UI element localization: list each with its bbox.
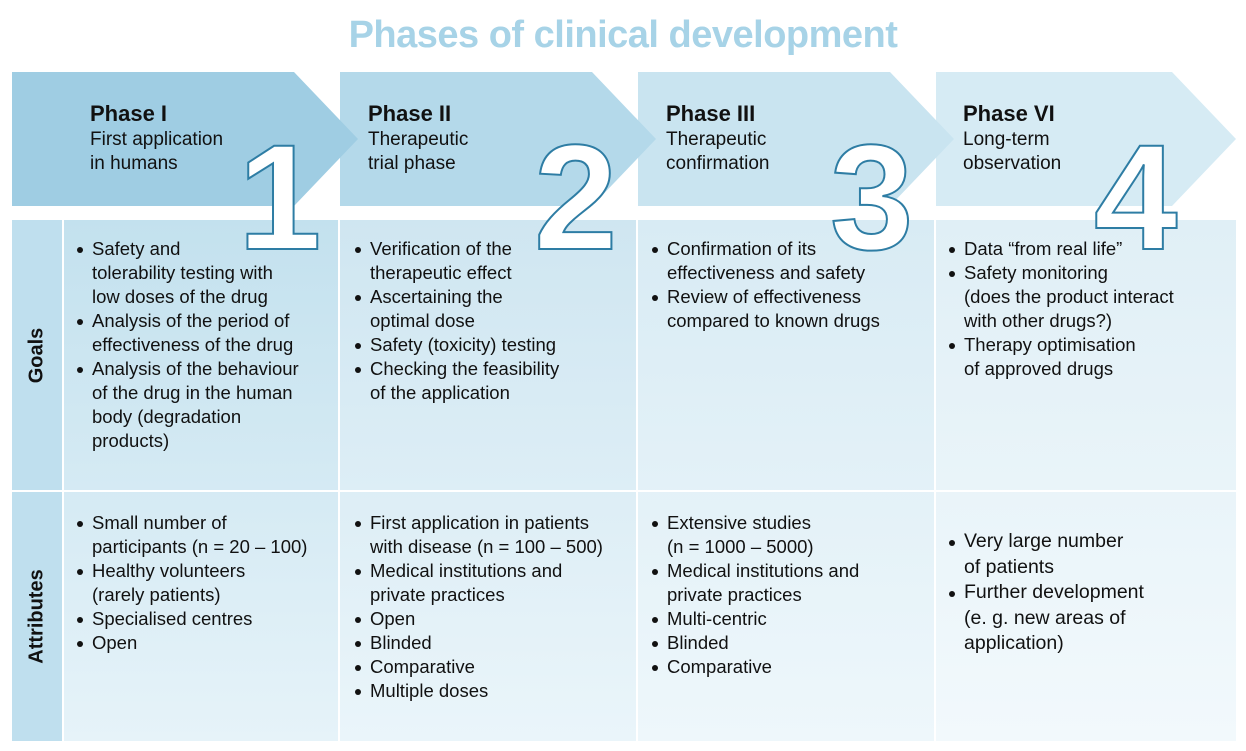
list-item: Data “from real life” — [942, 237, 1232, 261]
phase-4-name: Phase VI — [963, 101, 1055, 126]
list-item: Healthy volunteers (rarely patients) — [70, 559, 336, 607]
phase-1-goals: Safety and tolerability testing with low… — [64, 237, 336, 453]
phase-4-attributes: Very large number of patients Further de… — [936, 529, 1232, 657]
list-item: Verification of the therapeutic effect — [348, 237, 634, 285]
goals-row-label: Goals — [12, 220, 62, 490]
phase-1-arrow — [12, 72, 358, 206]
diagram-title: Phases of clinical development — [348, 14, 898, 56]
list-item: Very large number of patients — [942, 529, 1232, 580]
phase-2-attributes: First application in patients with disea… — [342, 511, 634, 703]
list-item: Medical institutions and private practic… — [645, 559, 931, 607]
phase-3-subtitle: Therapeutic confirmation — [666, 129, 770, 174]
list-item: Safety (toxicity) testing — [348, 333, 634, 357]
phase-4-header: Phase VI Long-term observation — [963, 100, 1061, 176]
list-item: Open — [70, 631, 336, 655]
phase-4-number: 4 — [1093, 113, 1178, 281]
phase-1-column — [12, 220, 338, 741]
phase-1-name: Phase I — [90, 101, 168, 126]
phase-3-column — [638, 220, 934, 741]
list-item: Safety monitoring (does the product inte… — [942, 261, 1232, 333]
list-item: Multiple doses — [348, 679, 634, 703]
list-item: Ascertaining the optimal dose — [348, 285, 634, 333]
phase-4-goals: Data “from real life” Safety monitoring … — [936, 237, 1232, 381]
list-item: Checking the feasibility of the applicat… — [348, 357, 634, 405]
phase-2-arrow — [340, 72, 656, 206]
phase-1-subtitle: First application in humans — [90, 129, 224, 174]
phase-1-attributes: Small number of participants (n = 20 – 1… — [64, 511, 336, 655]
phase-3-attributes: Extensive studies (n = 1000 – 5000) Medi… — [639, 511, 931, 679]
phase-3-header: Phase III Therapeutic confirmation — [666, 100, 770, 176]
list-item: Multi-centric — [645, 607, 931, 631]
phase-2-subtitle: Therapeutic trial phase — [368, 129, 469, 174]
list-item: Safety and tolerability testing with low… — [70, 237, 336, 309]
list-item: Specialised centres — [70, 607, 336, 631]
list-item: Open — [348, 607, 634, 631]
phase-2-goals: Verification of the therapeutic effect A… — [342, 237, 634, 405]
row-label-strip — [12, 220, 62, 741]
list-item: Further development (e. g. new areas of … — [942, 580, 1232, 657]
list-item: Medical institutions and private practic… — [348, 559, 634, 607]
list-item: Review of effectiveness compared to know… — [645, 285, 931, 333]
phase-2-name: Phase II — [368, 101, 452, 126]
list-item: Extensive studies (n = 1000 – 5000) — [645, 511, 931, 559]
phase-4-subtitle: Long-term observation — [963, 129, 1062, 174]
phase-2-column — [340, 220, 636, 741]
attributes-label: Attributes — [25, 569, 48, 664]
phase-3-goals: Confirmation of its effectiveness and sa… — [639, 237, 931, 333]
phase-4-arrow — [936, 72, 1236, 206]
phase-1-header: Phase I First application in humans — [90, 100, 223, 176]
list-item: Comparative — [348, 655, 634, 679]
phase-3-name: Phase III — [666, 101, 756, 126]
phase-2-number: 2 — [533, 113, 618, 281]
phase-2-header: Phase II Therapeutic trial phase — [368, 100, 468, 176]
goals-label: Goals — [25, 327, 48, 383]
list-item: First application in patients with disea… — [348, 511, 634, 559]
list-item: Therapy optimisation of approved drugs — [942, 333, 1232, 381]
phase-3-arrow — [638, 72, 954, 206]
attributes-row-label: Attributes — [12, 492, 62, 741]
phase-3-number: 3 — [829, 113, 914, 281]
list-item: Analysis of the period of effectiveness … — [70, 309, 336, 357]
list-item: Comparative — [645, 655, 931, 679]
list-item: Blinded — [645, 631, 931, 655]
list-item: Analysis of the behaviour of the drug in… — [70, 357, 336, 453]
phase-1-number: 1 — [237, 113, 322, 281]
list-item: Small number of participants (n = 20 – 1… — [70, 511, 336, 559]
list-item: Confirmation of its effectiveness and sa… — [645, 237, 931, 285]
list-item: Blinded — [348, 631, 634, 655]
phase-4-column — [936, 220, 1236, 741]
